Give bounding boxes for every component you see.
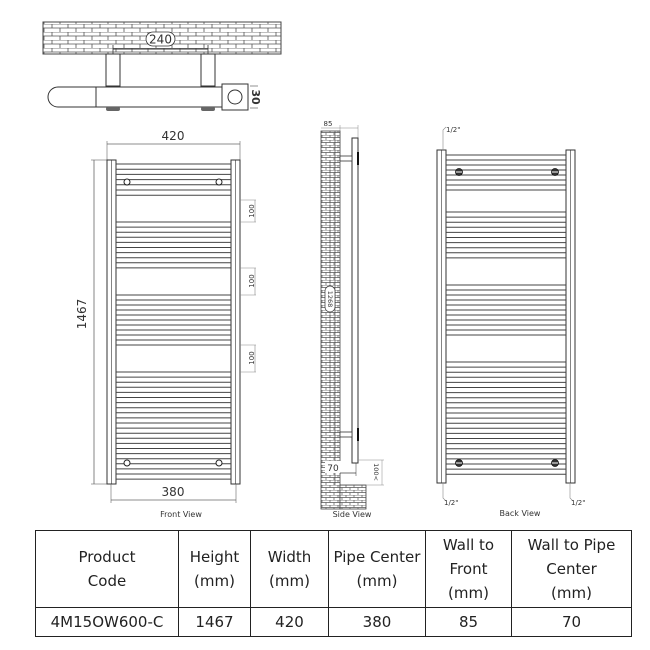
front-view: 420 1467 100 100 100 380 Front View — [75, 129, 256, 519]
side-view: 85 1268 70 100< Side View — [320, 120, 384, 519]
top-view: 240 30 — [42, 21, 282, 111]
gap-dim-3: 100 — [248, 351, 256, 364]
inlet-bottom-left-label: 1/2" — [444, 499, 459, 507]
wall-to-front-dim: 85 — [324, 120, 333, 128]
inlet-bottom-right-label: 1/2" — [571, 499, 586, 507]
bracket-right — [200, 53, 216, 87]
cell-product-code: 4M15OW600-C — [35, 607, 179, 637]
side-view-label: Side View — [333, 510, 372, 519]
bracket-spacing-dim: 240 — [149, 33, 172, 47]
back-view-label: Back View — [500, 509, 541, 518]
cell-width: 420 — [250, 607, 329, 637]
wall-to-pipe-dim: 70 — [327, 464, 339, 474]
inlet-top-label: 1/2" — [446, 126, 461, 134]
cell-pipe-center: 380 — [328, 607, 426, 637]
cell-wall-to-pipe-center: 70 — [511, 607, 632, 637]
header-pipe-center: Pipe Center(mm) — [328, 530, 426, 608]
bracket-height-dim: 1268 — [326, 291, 334, 308]
header-width: Width(mm) — [250, 530, 329, 608]
cell-wall-to-front: 85 — [425, 607, 512, 637]
technical-drawing: 240 30 420 1467 — [42, 21, 586, 519]
header-height: Height(mm) — [178, 530, 251, 608]
pipe-center-dim: 380 — [162, 485, 185, 499]
table-row: 4M15OW600-C 1467 420 380 85 70 — [35, 607, 632, 637]
gap-dim-1: 100 — [248, 204, 256, 217]
floor-clearance-dim: 100< — [372, 463, 380, 481]
front-view-label: Front View — [160, 510, 202, 519]
bracket-left — [105, 53, 121, 87]
gap-dim-2: 100 — [248, 274, 256, 287]
height-dim: 1467 — [75, 299, 89, 330]
width-dim: 420 — [162, 129, 185, 143]
cell-height: 1467 — [178, 607, 251, 637]
pipe-diameter-dim: 30 — [249, 89, 262, 105]
back-view: 1/2" 1/2" 1/2" Back View — [436, 126, 586, 518]
